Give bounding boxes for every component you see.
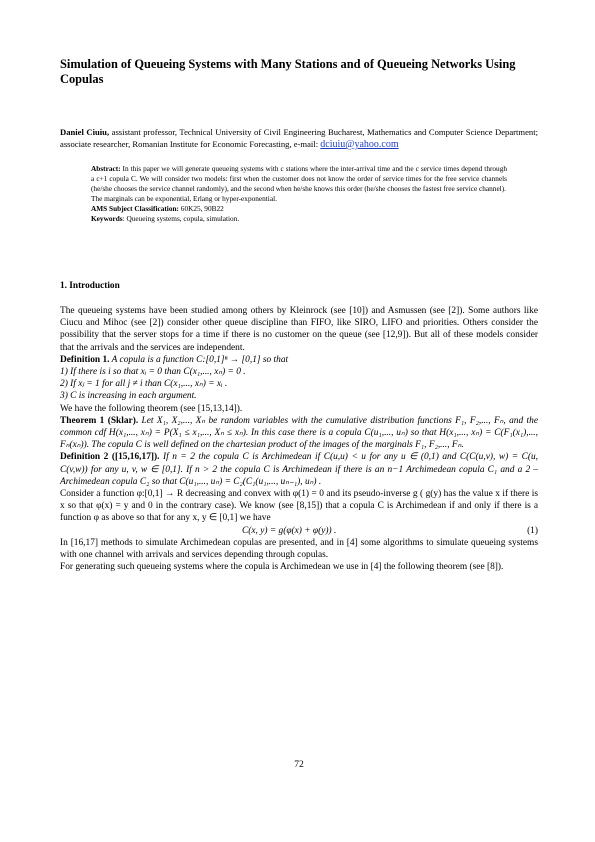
definition-2-text: If n = 2 the copula C is Archimedean if … — [60, 452, 538, 487]
intro-paragraph: The queueing systems have been studied a… — [60, 306, 538, 353]
body-text: The queueing systems have been studied a… — [60, 305, 538, 573]
author-email-link[interactable]: dciuiu@yahoo.com — [320, 139, 399, 150]
abstract-text: In this paper we will generate queueing … — [91, 164, 507, 193]
author-affiliation: assistant professor, Technical Universit… — [60, 127, 538, 149]
theorem-intro: We have the following theorem (see [15,1… — [60, 403, 243, 414]
definition-1-item-2: 2) If xⱼ = 1 for all j ≠ i than C(x₁,...… — [60, 379, 228, 390]
section-heading: 1. Introduction — [60, 281, 120, 291]
page-number: 72 — [294, 760, 304, 770]
ams-codes: 60K25, 90B22 — [178, 204, 224, 213]
equation-1-formula: C(x, y) = g(φ(x) + φ(y)) . — [242, 525, 337, 536]
definition-2-label: Definition 2 ([15,16,17]). — [60, 452, 160, 463]
definition-1-label: Definition 1. — [60, 354, 110, 365]
abstract-label: Abstract: — [91, 164, 121, 173]
equation-1-number: (1) — [527, 525, 538, 536]
abstract-block: Abstract: In this paper we will generate… — [91, 164, 507, 224]
theorem-1: Theorem 1 (Sklar). Let X₁, X₂,..., Xₙ be… — [60, 415, 538, 452]
definition-1: Definition 1. A copula is a function C:[… — [60, 354, 538, 366]
after-equation-paragraph-2: For generating such queueing systems whe… — [60, 562, 504, 573]
paper-title: Simulation of Queueing Systems with Many… — [60, 57, 516, 86]
author-name: Daniel Ciuiu, — [60, 127, 110, 137]
theorem-1-text: Let X₁, X₂,..., Xₙ be random variables w… — [60, 415, 538, 451]
theorem-1-label: Theorem 1 (Sklar). — [60, 415, 139, 426]
equation-1: C(x, y) = g(φ(x) + φ(y)) . (1) — [60, 525, 538, 537]
after-equation-paragraph-1: In [16,17] methods to simulate Archimede… — [60, 537, 538, 561]
ams-label: AMS Subject Classification: — [91, 204, 179, 213]
definition-1-item-1: 1) If there is i so that xᵢ = 0 than C(x… — [60, 367, 246, 378]
author-block: Daniel Ciuiu, assistant professor, Techn… — [60, 126, 538, 151]
definition-1-item-3: 3) C is increasing in each argument. — [60, 391, 197, 402]
definition-1-text: A copula is a function C:[0,1]ⁿ → [0,1] … — [109, 354, 289, 365]
keywords-label: Keywords — [91, 214, 123, 223]
definition-2: Definition 2 ([15,16,17]). If n = 2 the … — [60, 451, 538, 488]
keywords-text: : Queueing systems, copula, simulation. — [122, 214, 240, 223]
abstract-marginals: The marginals can be exponential, Erlang… — [91, 194, 277, 203]
consider-paragraph: Consider a function φ:[0,1] → R decreasi… — [60, 489, 538, 524]
